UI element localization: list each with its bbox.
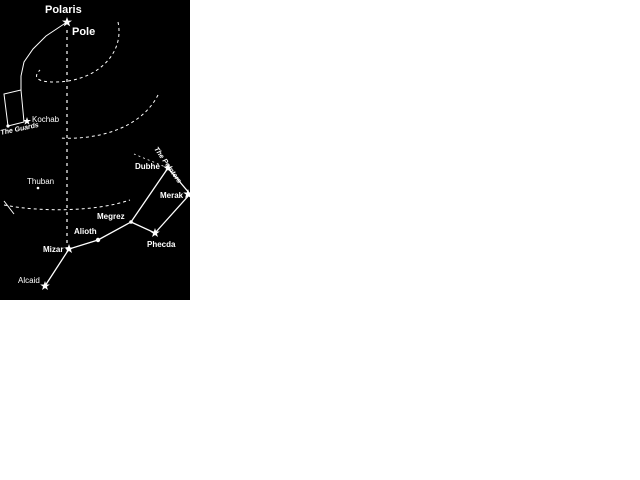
dubhe-label: Dubhe	[135, 162, 160, 171]
kochab-label: Kochab	[32, 115, 60, 124]
merak-label: Merak	[160, 191, 184, 200]
polaris-label: Polaris	[45, 4, 82, 16]
polaris-star	[62, 17, 72, 27]
star-chart: Polaris Pole Kochab The Guards Thuban Du…	[0, 0, 190, 300]
mizar-star	[64, 244, 74, 253]
merak-star	[183, 189, 190, 198]
pointer-line	[133, 153, 169, 169]
phecda-star	[150, 228, 160, 237]
megrez-star	[129, 220, 133, 224]
phecda-label: Phecda	[147, 240, 176, 249]
alioth-star	[95, 237, 101, 243]
little-dipper-line	[3, 21, 68, 127]
alcaid-star	[40, 281, 50, 290]
thuban-star	[36, 186, 40, 190]
kochab-star	[23, 117, 31, 125]
mizar-label: Mizar	[43, 245, 64, 254]
star-chart-lines	[3, 17, 190, 290]
alioth-label: Alioth	[74, 227, 97, 236]
dubhe-star	[163, 163, 173, 172]
arc-tick	[3, 200, 15, 215]
pole-label: Pole	[72, 26, 96, 38]
megrez-label: Megrez	[97, 212, 125, 221]
circle-arc-inner	[36, 21, 120, 83]
guard-star	[6, 124, 10, 128]
circle-arc-lower	[3, 199, 131, 211]
big-dipper-line	[44, 166, 190, 287]
thuban-label: Thuban	[27, 177, 55, 186]
circle-arc-outer	[59, 94, 159, 139]
alcaid-label: Alcaid	[18, 276, 40, 285]
